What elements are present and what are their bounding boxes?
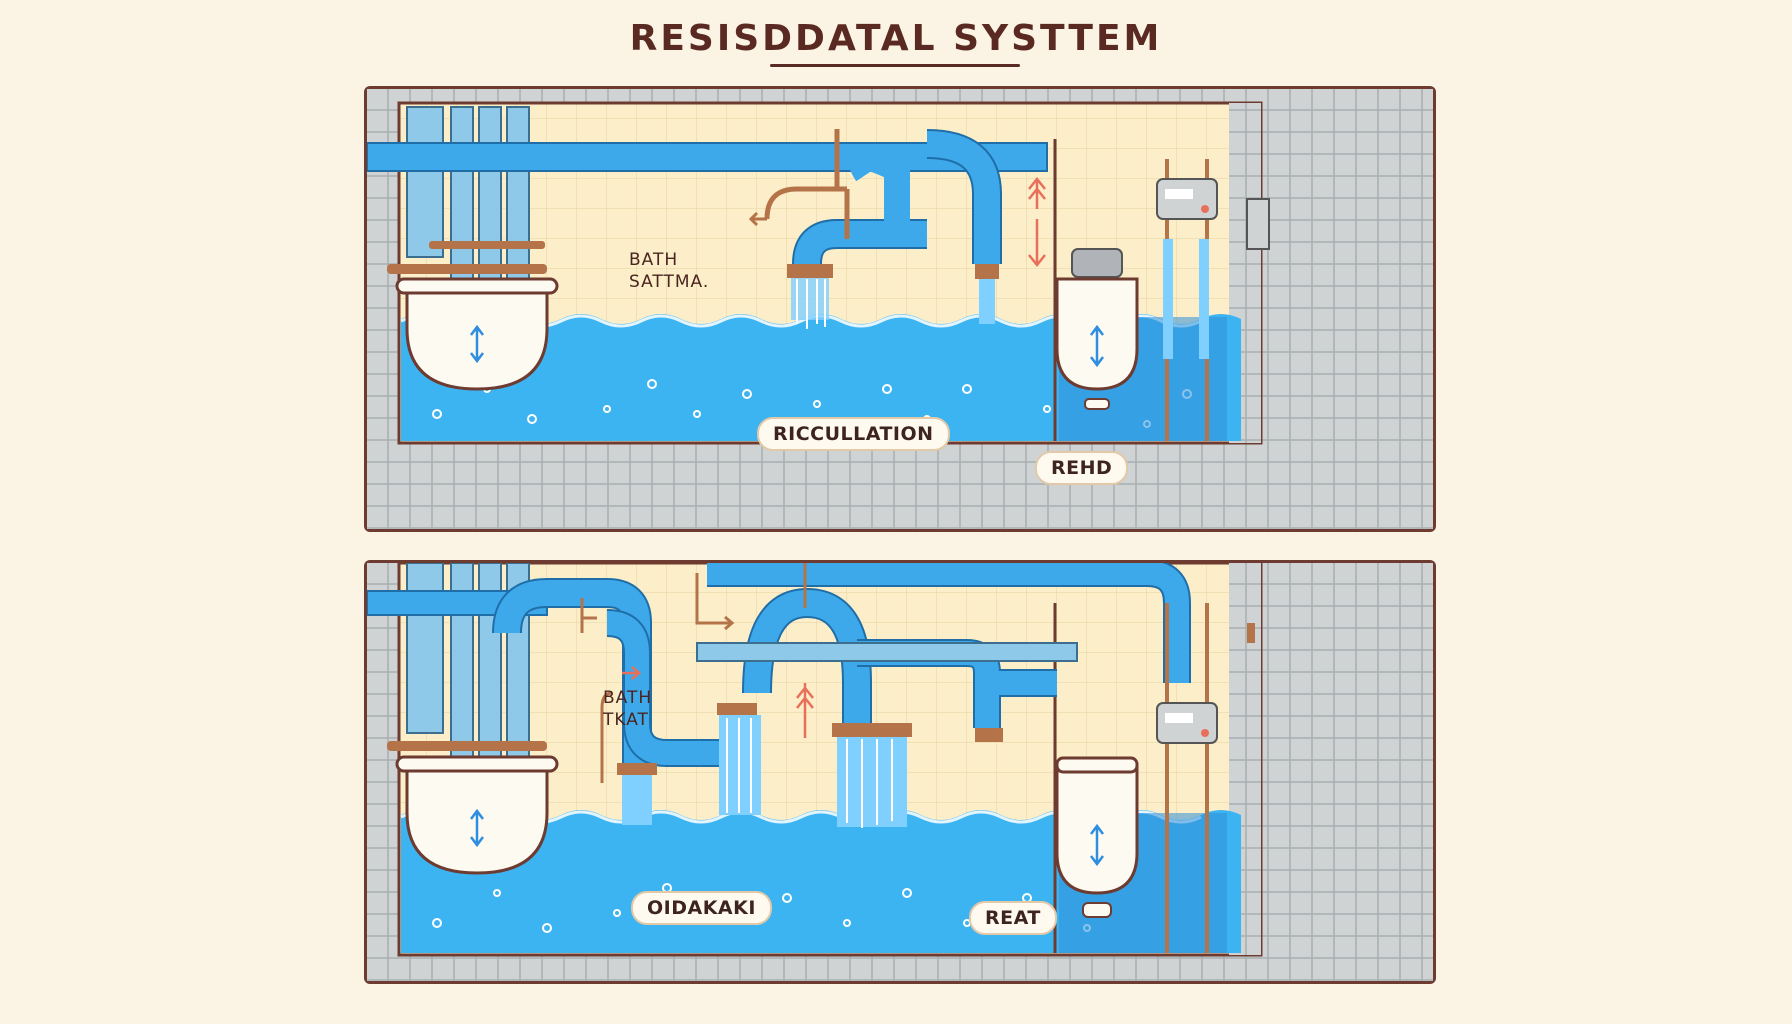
- bottom-panel: BATH TKAT OIDAKAKI REAT: [364, 560, 1436, 984]
- top-panel: BATH SATTMA. RICCULLATION REHD: [364, 86, 1436, 532]
- top-scene: [367, 89, 1433, 529]
- oidakaki-label: OIDAKAKI: [631, 891, 772, 925]
- bath-label-line1: BATH: [629, 250, 679, 270]
- title-underline: [770, 64, 1020, 67]
- bathtub-top: [395, 277, 559, 391]
- bath-label-line2: SATTMA.: [629, 272, 710, 292]
- flow-arrow-up: [1028, 176, 1046, 268]
- diagram-title: RESISDDATAL SYSTTEM: [629, 18, 1163, 59]
- bathtub-bottom: [395, 755, 559, 875]
- bath-label-bottom-line1: BATH: [603, 688, 653, 708]
- bath-label-bottom-line2: TKAT: [603, 710, 649, 730]
- recirculation-label: RICCULLATION: [757, 417, 950, 451]
- water-heater-top: [1156, 159, 1270, 441]
- bottom-scene: [367, 563, 1433, 981]
- supply-pipes: [387, 106, 547, 283]
- reheat-unit-bottom: [1055, 756, 1139, 918]
- recirculation-outlet: [748, 129, 927, 329]
- water-heater-bottom: [1156, 603, 1255, 953]
- reheat-label-bottom: REAT: [969, 901, 1057, 935]
- flow-arrow-up-bottom: [796, 683, 814, 738]
- water-pool: [401, 314, 1241, 441]
- reheat-label: REHD: [1035, 451, 1129, 485]
- reheat-unit-top: [1055, 248, 1139, 410]
